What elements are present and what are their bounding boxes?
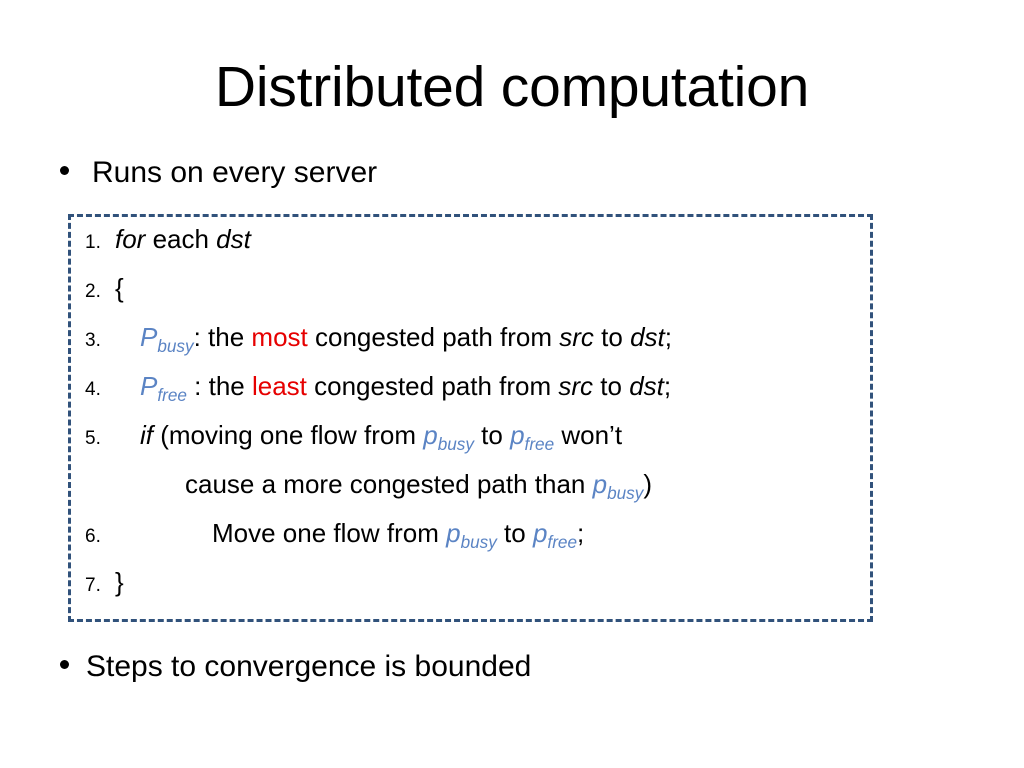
text-segment: src [558,371,594,401]
line-number: 4. [85,379,101,400]
subscript: free [547,531,577,552]
bullet-dot-icon [60,660,69,669]
pseudocode-line: 6. Move one flow from pbusy to pfree; [71,520,870,569]
line-content: for each dst [115,226,870,252]
bullet-steps-to-convergence: Steps to convergence is bounded [60,650,531,683]
text-segment: congested path from [306,371,559,401]
text-segment: most [251,322,308,352]
text-segment: congested path from [307,322,560,352]
text-segment: Pfree [140,371,187,405]
line-number: 1. [85,232,101,253]
pseudocode-line: 5. if (moving one flow from pbusy to pfre… [71,422,870,471]
line-content: Pbusy: the most congested path from src … [115,322,870,356]
text-segment: each [145,224,217,254]
bullet-dot-icon [60,166,69,175]
line-content: Move one flow from pbusy to pfree; [115,518,870,552]
pseudocode-line: 7.} [71,569,870,618]
text-segment: ) [643,469,652,499]
text-segment: if [140,420,153,450]
text-segment: least [251,371,307,401]
text-segment: pfree [532,518,577,552]
bullet-bottom-label: Steps to convergence is bounded [86,650,532,683]
text-segment: ; [663,371,672,401]
subscript: busy [437,433,474,454]
text-segment: to [473,420,511,450]
line-number [71,478,115,497]
line-content: if (moving one flow from pbusy to pfree … [115,420,870,454]
bullet-top-label: Runs on every server [92,156,378,189]
bullet-runs-on-every-server: Runs on every server [60,156,377,189]
text-segment: dst [630,322,665,352]
line-content: Pfree : the least congested path from sr… [115,371,870,405]
line-content: } [115,569,870,595]
text-segment: Pbusy [140,322,194,356]
text-segment: src [559,322,594,352]
page-title: Distributed computation [214,55,810,119]
text-segment: to [496,518,533,548]
text-segment: ; [664,322,672,352]
text-segment: (moving one flow from [153,420,424,450]
pseudocode-line: 2. { [71,275,870,324]
subscript: busy [460,531,497,552]
text-segment: dst [216,224,251,254]
subscript: busy [157,335,194,356]
text-segment: pbusy [423,420,474,454]
text-segment: to [593,371,630,401]
text-segment: pfree [510,420,555,454]
text-segment: ; [577,518,585,548]
pseudocode-line: cause a more congested path than pbusy) [71,471,870,520]
text-segment: { [115,273,124,303]
text-segment: for [115,224,146,254]
line-number: 6. [85,526,101,547]
subscript: busy [607,482,644,503]
subscript: free [524,433,555,454]
pseudocode-line: 3. Pbusy: the most congested path from sr… [71,324,870,373]
text-segment: : the [193,322,252,352]
line-number: 5. [85,428,101,449]
text-segment: pbusy [592,469,644,503]
text-segment: : the [186,371,252,401]
text-segment: Move one flow from [212,518,447,548]
line-content: cause a more congested path than pbusy) [115,469,870,503]
subscript: free [157,384,187,405]
line-number: 2. [85,281,101,302]
line-number: 3. [85,330,101,351]
text-segment: pbusy [446,518,497,552]
text-segment: cause a more congested path than [185,469,593,499]
text-segment: } [115,567,124,597]
line-number: 7. [85,575,101,596]
pseudocode-line: 4. Pfree : the least congested path from … [71,373,870,422]
text-segment: won’t [554,420,623,450]
text-segment: to [593,322,631,352]
line-content: { [115,275,870,301]
text-segment: dst [629,371,664,401]
pseudocode-line: 1. for each dst [71,226,870,275]
